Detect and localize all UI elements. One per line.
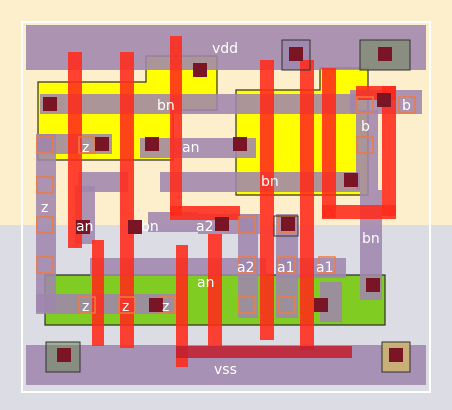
label-bn-right-mid: bn (261, 174, 279, 190)
contact (238, 216, 256, 234)
label-a2-pin: a2 (237, 260, 255, 276)
contact (278, 256, 296, 274)
contact (356, 136, 374, 154)
via (378, 47, 392, 61)
poly-gate-6 (300, 60, 314, 350)
metal-a2-vert (238, 214, 258, 318)
poly-gate-5 (260, 60, 274, 340)
label-z-top: z (82, 140, 89, 156)
label-an-low: an (197, 275, 214, 291)
poly-layer (68, 36, 396, 367)
contact (278, 296, 296, 314)
via (57, 348, 71, 362)
poly-horiz-right (322, 205, 396, 219)
metal-b-vert (356, 110, 378, 190)
via (193, 63, 207, 77)
poly-gate-2 (120, 52, 134, 348)
contact (78, 296, 96, 314)
poly-right-vert (382, 86, 396, 216)
label-vss: vss (214, 362, 237, 378)
metal-z-bottom (36, 294, 176, 314)
label-b-pin: b (361, 119, 370, 135)
poly-gate-7 (322, 68, 336, 218)
vdd-rail (26, 25, 426, 70)
contact (36, 216, 54, 234)
via (95, 137, 109, 151)
via (389, 348, 403, 362)
label-z-bot3: z (162, 299, 169, 315)
metal-an-top (140, 138, 256, 158)
poly-vss-strap (176, 346, 352, 358)
label-b-right: b (402, 98, 411, 114)
poly-gate-4 (208, 234, 222, 346)
contact (36, 256, 54, 274)
contact (238, 296, 256, 314)
net-labels: vdd vss bn an z bn b b z an bn a2 bn a2 … (41, 41, 411, 378)
via (149, 298, 163, 312)
poly-gate-3 (170, 36, 182, 216)
via (377, 93, 391, 107)
contact (238, 256, 256, 274)
via (215, 217, 229, 231)
via (366, 278, 380, 292)
label-a1-pin2: a1 (316, 260, 334, 276)
label-bn-right: bn (362, 231, 380, 247)
via (233, 137, 247, 151)
bn-pin-box (273, 215, 299, 237)
label-bn-top: bn (157, 98, 175, 114)
label-z-left: z (41, 200, 48, 216)
via (43, 97, 57, 111)
contact (356, 96, 374, 114)
metal1-layer (26, 25, 426, 385)
contact (118, 296, 136, 314)
metal-a1-vert (276, 214, 298, 318)
poly-horiz-a2 (170, 206, 240, 220)
label-a1-pin1: a1 (277, 260, 295, 276)
label-vdd: vdd (212, 41, 238, 57)
label-an-mid: an (76, 219, 93, 235)
via (145, 137, 159, 151)
label-bn-mid: bn (141, 219, 159, 235)
metal-z-left (36, 134, 56, 312)
poly-gate-1 (68, 52, 82, 248)
via (128, 220, 142, 234)
label-z-bot1: z (82, 299, 89, 315)
contact (36, 136, 54, 154)
via (76, 220, 90, 234)
contact (398, 96, 416, 114)
contact (318, 256, 336, 274)
metal-bn-top (40, 94, 356, 114)
poly-gate-1-low (92, 240, 104, 346)
vdd-tap-outline (281, 39, 311, 71)
contact (36, 176, 54, 194)
label-a2-mid: a2 (196, 219, 214, 235)
via (344, 173, 358, 187)
poly-gate-3-low (176, 245, 188, 367)
via (314, 298, 328, 312)
via-layer (43, 47, 403, 362)
cell-boundary (21, 21, 431, 393)
via (281, 217, 295, 231)
label-z-bot2: z (122, 299, 129, 315)
via (289, 47, 303, 61)
label-an-top: an (182, 140, 199, 156)
